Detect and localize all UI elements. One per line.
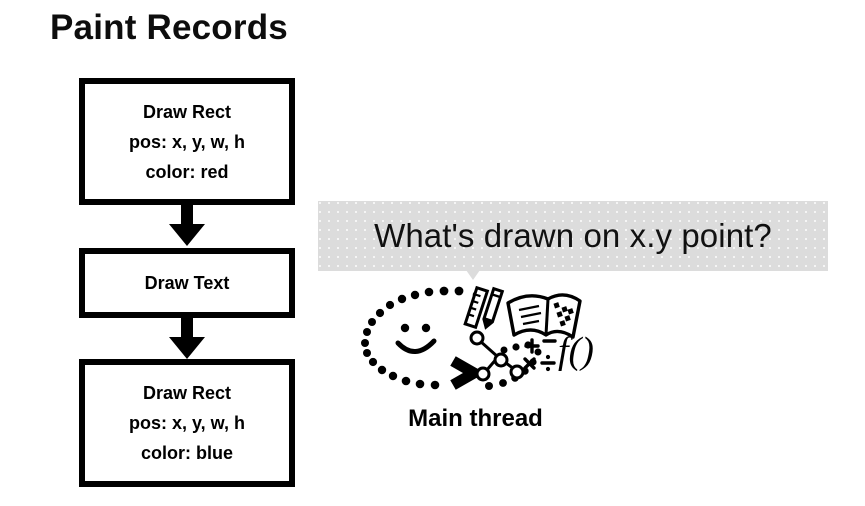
down-arrow-icon xyxy=(169,316,205,359)
binary-tree-icon xyxy=(469,330,525,382)
down-arrow-icon xyxy=(169,203,205,246)
pencil-icon xyxy=(482,286,505,330)
smile-icon xyxy=(395,338,437,354)
paint-record-line: Draw Text xyxy=(144,273,230,293)
ruler-icon xyxy=(463,285,490,330)
main-thread-label: Main thread xyxy=(408,405,543,432)
divide-dot-bottom-icon xyxy=(545,366,551,372)
query-speech-bubble-text: What's drawn on x.y point? xyxy=(374,217,772,254)
eye-dot-left-icon xyxy=(400,323,410,333)
function-notation-icon: f() xyxy=(558,330,593,372)
paint-record-line: pos: x, y, w, h xyxy=(128,131,245,152)
paint-record-line: pos: x, y, w, h xyxy=(128,413,245,433)
math-operators-icon xyxy=(523,338,557,370)
page-title: Paint Records xyxy=(50,8,288,47)
chevron-right-icon xyxy=(450,356,486,390)
paint-record-box-draw-text[interactable]: Draw Text xyxy=(79,248,295,318)
paint-record-box-draw-rect-red[interactable]: Draw Rect pos: x, y, w, h color: red xyxy=(79,78,295,205)
open-book-icon xyxy=(506,293,582,339)
thinking-face-icon: f() xyxy=(361,285,593,390)
eye-dot-right-icon xyxy=(421,323,431,333)
paint-record-line: Draw Rect xyxy=(142,383,232,403)
query-speech-bubble: What's drawn on x.y point? xyxy=(318,201,828,271)
paint-record-line: color: blue xyxy=(140,443,233,463)
paint-record-line: Draw Rect xyxy=(142,101,232,122)
speech-bubble-tail-icon xyxy=(466,270,480,280)
divide-dot-top-icon xyxy=(545,354,551,360)
paint-record-box-draw-rect-blue[interactable]: Draw Rect pos: x, y, w, h color: blue xyxy=(79,359,295,487)
paint-record-line: color: red xyxy=(145,161,229,182)
